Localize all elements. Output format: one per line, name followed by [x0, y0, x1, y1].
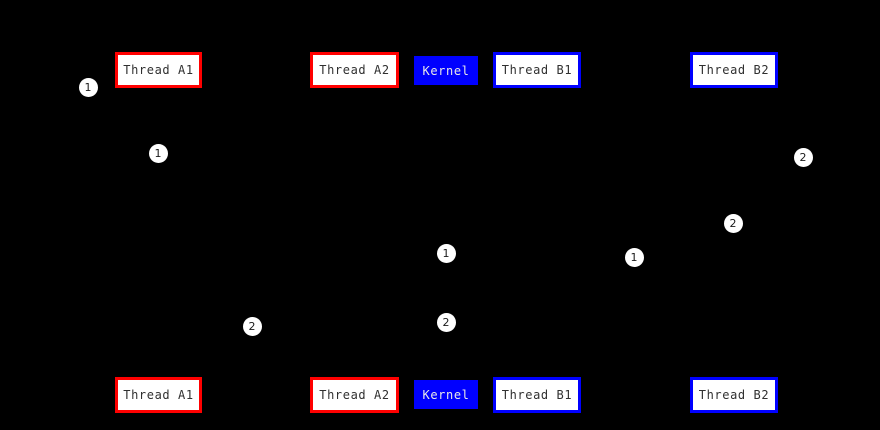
lifeline-thread-a2: [354, 88, 355, 377]
message-arrow-1: [96, 88, 152, 89]
message-arrow-7: [260, 327, 348, 328]
participant-top-thread-a2[interactable]: Thread A2: [310, 52, 399, 88]
lifeline-stub-thread-a2-top: [353, 87, 356, 92]
lifeline-stub-kernel-bottom: [445, 371, 448, 378]
participant-label: Thread B2: [698, 63, 770, 77]
lifeline-stub-thread-a1-top: [157, 87, 160, 92]
lifeline-stub-thread-b2-top: [733, 87, 736, 92]
message-arrow-8: [362, 323, 440, 324]
lifeline-stub-thread-a1-bottom: [157, 371, 160, 378]
lifeline-kernel: [446, 88, 447, 377]
participant-top-thread-b1[interactable]: Thread B1: [493, 52, 581, 88]
lifeline-stub-thread-b1-top: [536, 87, 539, 92]
sequence-marker: 1: [436, 243, 456, 263]
lifeline-thread-b1: [537, 88, 538, 377]
sequence-marker-label: 2: [248, 319, 256, 333]
sequence-marker-label: 2: [729, 216, 737, 230]
participant-label: Thread B1: [501, 63, 573, 77]
participant-label: Kernel: [422, 387, 470, 402]
participant-top-thread-b2[interactable]: Thread B2: [690, 52, 778, 88]
message-arrow-6: [543, 258, 626, 259]
sequence-marker-label: 1: [154, 146, 162, 160]
participant-bottom-thread-a2[interactable]: Thread A2: [310, 377, 399, 413]
sequence-marker-label: 1: [84, 80, 92, 94]
participant-bottom-kernel[interactable]: Kernel: [414, 380, 478, 409]
lifeline-stub-thread-b2-bottom: [733, 371, 736, 378]
message-arrow-4: [543, 224, 726, 225]
lifeline-thread-a1: [158, 88, 159, 377]
sequence-marker: 1: [624, 247, 644, 267]
sequence-marker: 1: [78, 77, 98, 97]
participant-label: Thread A2: [319, 388, 390, 402]
sequence-marker: 2: [436, 312, 456, 332]
participant-label: Thread B2: [698, 388, 770, 402]
participant-label: Thread A1: [123, 388, 194, 402]
participant-bottom-thread-b1[interactable]: Thread B1: [493, 377, 581, 413]
lifeline-thread-b2: [734, 88, 735, 377]
sequence-marker-label: 2: [442, 315, 450, 329]
message-arrow-2: [166, 154, 348, 155]
sequence-marker: 2: [242, 316, 262, 336]
sequence-marker: 1: [148, 143, 168, 163]
message-arrow-3: [742, 158, 795, 159]
participant-label: Thread B1: [501, 388, 573, 402]
lifeline-stub-thread-a2-bottom: [353, 371, 356, 378]
sequence-marker-label: 1: [442, 246, 450, 260]
sequence-marker: 2: [723, 213, 743, 233]
participant-label: Thread A1: [123, 63, 194, 77]
message-arrow-5: [452, 254, 531, 255]
participant-top-kernel[interactable]: Kernel: [414, 56, 478, 85]
sequence-marker-label: 1: [630, 250, 638, 264]
participant-label: Kernel: [422, 63, 470, 78]
sequence-marker-label: 2: [799, 150, 807, 164]
sequence-marker: 2: [793, 147, 813, 167]
participant-top-thread-a1[interactable]: Thread A1: [115, 52, 202, 88]
participant-label: Thread A2: [319, 63, 390, 77]
lifeline-stub-thread-b1-bottom: [536, 371, 539, 378]
lifeline-stub-kernel-top: [445, 87, 448, 92]
participant-bottom-thread-a1[interactable]: Thread A1: [115, 377, 202, 413]
participant-bottom-thread-b2[interactable]: Thread B2: [690, 377, 778, 413]
